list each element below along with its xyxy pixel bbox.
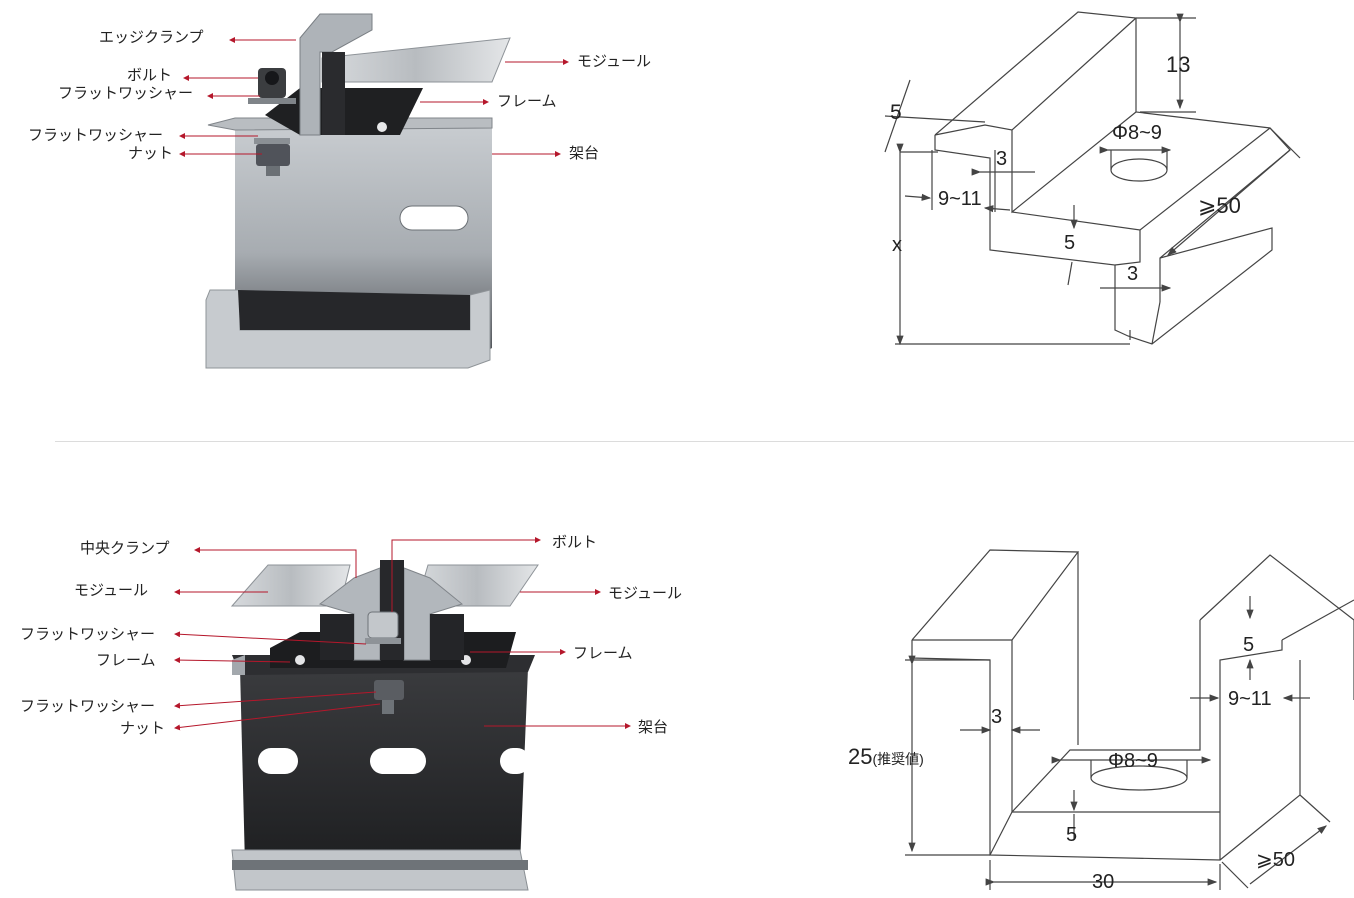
label-nut-b: ナット	[120, 719, 166, 737]
dim-hole-bottom: Φ8~9	[1108, 750, 1158, 772]
section-divider	[55, 441, 1354, 442]
dim-3-b: 3	[1127, 263, 1139, 285]
dim-3-bottom: 3	[991, 706, 1003, 728]
dim-5-bottom-left: 5	[1066, 824, 1078, 846]
dim-9-11-top: 9~11	[938, 188, 982, 210]
label-nut: ナット	[128, 144, 174, 162]
dim-5-mid: 5	[1064, 232, 1076, 254]
label-module-right: モジュール	[608, 584, 682, 602]
label-rack-b: 架台	[638, 718, 669, 736]
label-edge-clamp: エッジクランプ	[99, 28, 204, 46]
label-frame-right: フレーム	[573, 644, 633, 662]
label-center-clamp: 中央クランプ	[80, 539, 170, 557]
dim-9-11-bottom: 9~11	[1228, 688, 1272, 710]
dim-13: 13	[1166, 52, 1191, 77]
label-frame-left: フレーム	[96, 651, 156, 669]
top-left-leaders	[179, 37, 569, 157]
dim-hole-top: Φ8~9	[1112, 122, 1162, 144]
label-frame: フレーム	[497, 92, 557, 110]
label-module: モジュール	[577, 52, 651, 70]
dim-x: x	[892, 234, 902, 256]
dim-50-bottom: ⩾50	[1256, 849, 1296, 871]
edge-clamp-dimension-drawing	[884, 11, 1301, 346]
label-module-left: モジュール	[74, 581, 148, 599]
dim-30: 30	[1092, 871, 1115, 893]
label-flat-washer-lower: フラットワッシャー	[28, 126, 164, 144]
dim-3-a: 3	[996, 148, 1008, 170]
edge-clamp-illustration	[205, 13, 511, 369]
dim-25-value: 25	[848, 744, 873, 769]
label-rack: 架台	[569, 144, 600, 162]
label-flat-washer-upper: フラットワッシャー	[58, 84, 194, 102]
dim-50-top: ⩾50	[1198, 193, 1241, 218]
label-bolt: ボルト	[127, 66, 173, 84]
label-flat-washer-upper-b: フラットワッシャー	[20, 625, 156, 643]
dim-25-note: (推奨値)	[872, 751, 924, 767]
center-clamp-dimension-drawing	[905, 549, 1354, 890]
label-flat-washer-lower-b: フラットワッシャー	[20, 697, 156, 715]
dim-5-bottom-right: 5	[1243, 634, 1255, 656]
label-bolt-b: ボルト	[552, 533, 598, 551]
dim-25: 25(推奨値)	[848, 746, 924, 768]
center-clamp-illustration	[230, 560, 539, 891]
dim-5-top: 5	[890, 101, 902, 124]
bottom-left-leaders	[174, 537, 631, 731]
